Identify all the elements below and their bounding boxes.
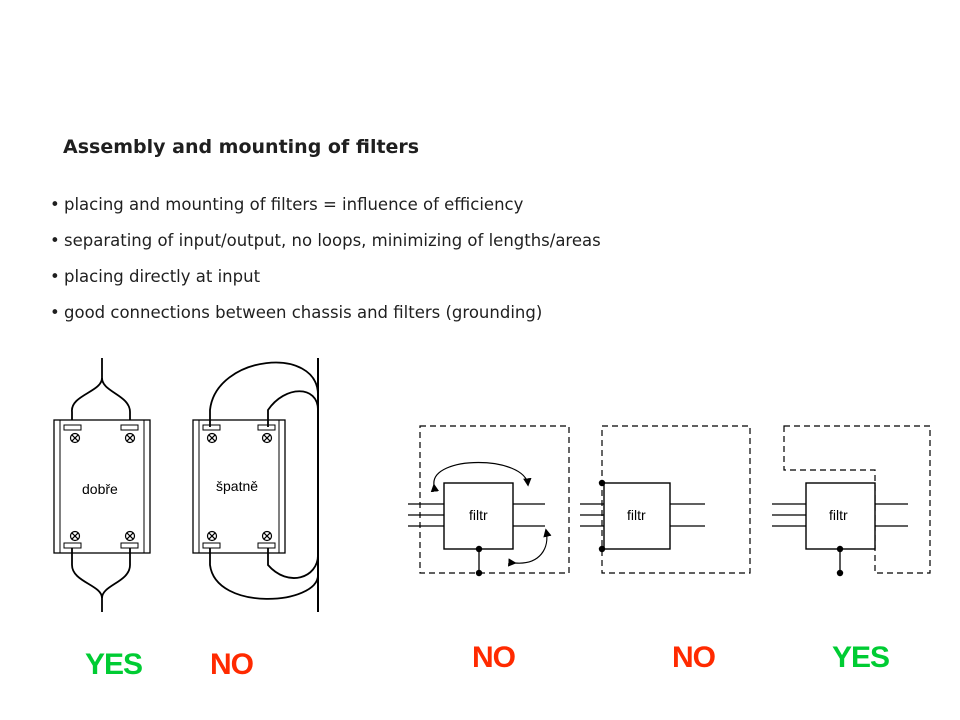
bullet-text: placing and mounting of filters = influe… (64, 195, 524, 214)
bullet-item: •separating of input/output, no loops, m… (50, 230, 601, 266)
slide-title: Assembly and mounting of filters (63, 136, 420, 158)
filter-bad-mounting: špatně (192, 358, 319, 612)
bullet-item: •good connections between chassis and fi… (50, 302, 601, 338)
verdict-no-2: NO (472, 641, 516, 674)
bullet-dot: • (50, 303, 60, 322)
bullet-item: •placing and mounting of filters = influ… (50, 194, 601, 230)
verdict-no-3: NO (672, 641, 716, 674)
bullet-text: placing directly at input (64, 267, 261, 286)
good-label: dobře (82, 481, 118, 497)
bullet-text: good connections between chassis and fil… (64, 303, 543, 322)
filter-box-unseparated: filtr (580, 425, 751, 574)
bullet-dot: • (50, 267, 60, 286)
filter-label-3: filtr (829, 507, 848, 523)
filter-box-loop: filtr (408, 425, 570, 577)
bullet-dot: • (50, 231, 60, 250)
filter-label-1: filtr (469, 507, 488, 523)
filter-good-mounting: dobře (53, 358, 151, 612)
filter-box-correct: filtr (772, 425, 931, 577)
verdict-yes-1: YES (85, 648, 143, 681)
verdict-no-1: NO (210, 648, 254, 681)
bad-label: špatně (216, 478, 258, 494)
bullet-item: •placing directly at input (50, 266, 601, 302)
bullet-list: •placing and mounting of filters = influ… (50, 194, 601, 338)
verdict-yes-2: YES (832, 641, 890, 674)
bullet-dot: • (50, 195, 60, 214)
bullet-text: separating of input/output, no loops, mi… (64, 231, 601, 250)
filter-label-2: filtr (627, 507, 646, 523)
